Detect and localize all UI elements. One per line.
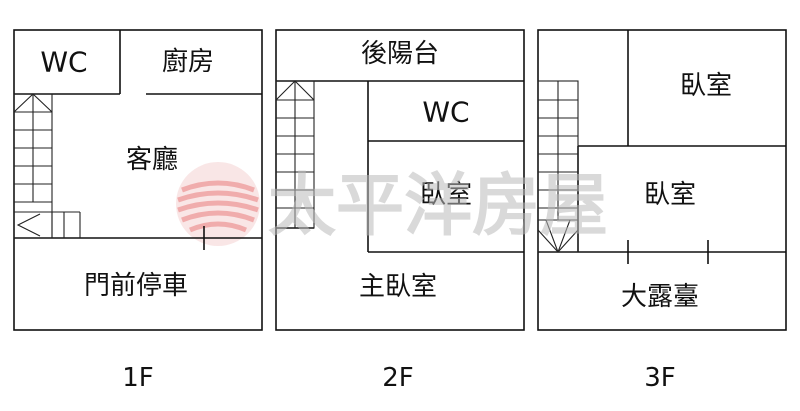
room-label-master-bedroom: 主臥室	[359, 272, 437, 302]
room-label-bedroom-top: 臥室	[680, 71, 732, 101]
room-label-terrace: 大露臺	[621, 282, 699, 312]
room-label-wc: WC	[422, 96, 469, 129]
staircase	[537, 80, 579, 253]
floor-label-1f: 1F	[122, 363, 154, 393]
staircase	[275, 80, 315, 229]
staircase	[13, 93, 81, 239]
room-label-kitchen: 廚房	[162, 47, 214, 77]
room-label-rear-balcony: 後陽台	[361, 39, 439, 69]
room-label-bedroom: 臥室	[420, 180, 472, 210]
floor-2f-plan: 後陽台 WC 臥室 主臥室	[275, 29, 525, 331]
room-label-bedroom-middle: 臥室	[644, 180, 696, 210]
watermark-text: 太平洋房屋	[268, 166, 608, 246]
room-label-wc: WC	[40, 46, 87, 79]
floor-1f-plan: WC 廚房 客廳 門前停車	[13, 29, 263, 331]
floor-3f-plan: 臥室 臥室 大露臺	[537, 29, 787, 331]
watermark-logo	[176, 162, 260, 246]
floor-label-3f: 3F	[644, 363, 676, 393]
room-label-living-room: 客廳	[126, 145, 178, 175]
room-label-parking: 門前停車	[84, 271, 188, 301]
floor-label-2f: 2F	[382, 363, 414, 393]
